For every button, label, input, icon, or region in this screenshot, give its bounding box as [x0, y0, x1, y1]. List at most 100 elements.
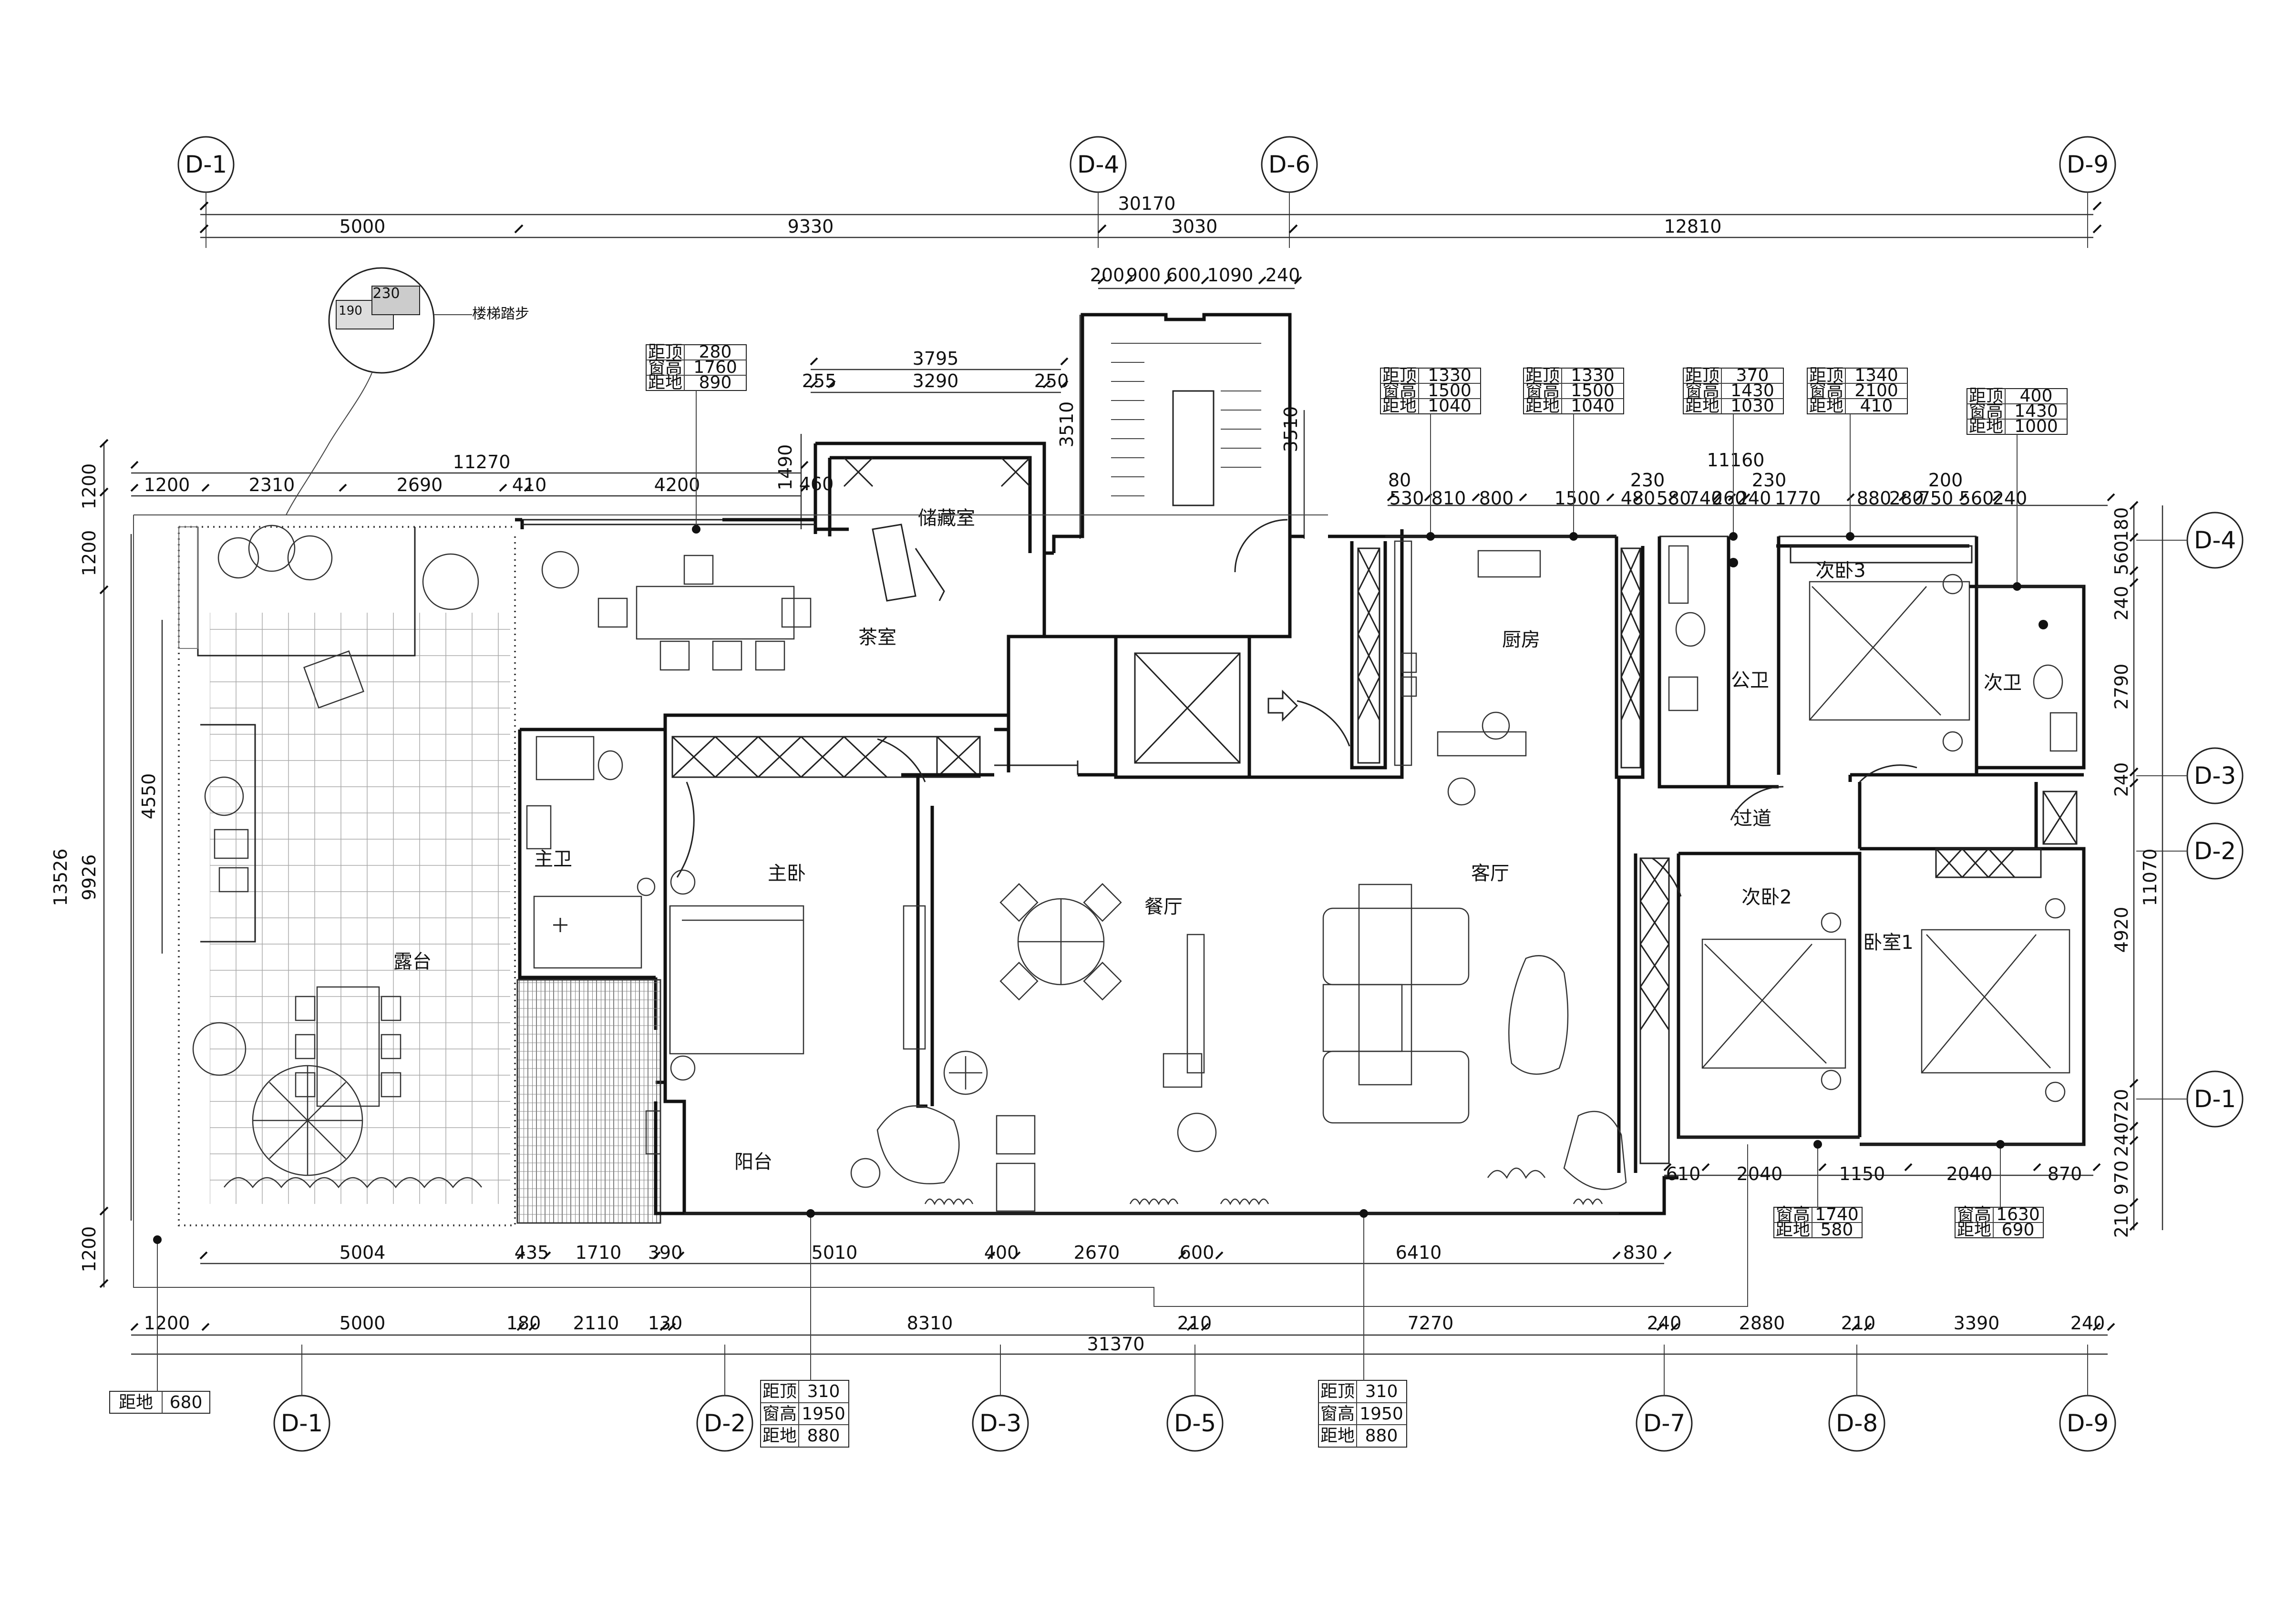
svg-text:距地: 距地 — [1685, 396, 1719, 416]
svg-text:1200: 1200 — [79, 1226, 100, 1273]
svg-text:30170: 30170 — [1118, 193, 1176, 214]
svg-text:600: 600 — [1180, 1242, 1215, 1263]
svg-text:280: 280 — [699, 342, 732, 362]
svg-text:400: 400 — [984, 1242, 1019, 1263]
svg-text:距地: 距地 — [1969, 417, 2003, 436]
dimension-bottom-inner: 5004 435 1710 390 5010 400 2670 600 6410… — [199, 1242, 1672, 1264]
svg-text:900: 900 — [1126, 265, 1161, 286]
svg-text:D-1: D-1 — [2194, 1085, 2236, 1113]
svg-text:D-9: D-9 — [2067, 151, 2109, 178]
svg-text:12810: 12810 — [1664, 216, 1722, 237]
svg-text:1430: 1430 — [2014, 401, 2058, 421]
axis-bubble-bottom-d1: D-1 — [273, 1395, 330, 1452]
axis-lines-right — [2136, 540, 2187, 1099]
axis-bubble-bottom-d2: D-2 — [696, 1395, 753, 1452]
svg-text:1330: 1330 — [1571, 366, 1615, 385]
svg-text:240: 240 — [1266, 265, 1300, 286]
svg-text:D-8: D-8 — [1836, 1409, 1878, 1437]
room-label-bedroom3: 次卧3 — [1815, 560, 1865, 582]
svg-text:250: 250 — [1034, 370, 1069, 391]
storage-room-walls — [813, 442, 1054, 602]
dimension-left-upper: 11270 1200 2310 2690 410 4200 — [130, 452, 809, 497]
svg-text:230: 230 — [1630, 470, 1665, 491]
dimension-left-vertical: 1200 1200 13526 9926 4550 1200 — [50, 439, 163, 1288]
svg-text:1340: 1340 — [1854, 366, 1898, 385]
window-table-b3: 距顶 窗高 距地 310 1950 880 — [760, 1209, 849, 1448]
svg-text:距顶: 距顶 — [1382, 366, 1417, 385]
svg-text:2310: 2310 — [249, 474, 295, 495]
svg-text:400: 400 — [2020, 386, 2053, 406]
boundary-lines — [133, 514, 1748, 1307]
elevator — [1114, 637, 1298, 779]
axis-bubble-bottom-d8: D-8 — [1828, 1395, 1885, 1452]
svg-text:1500: 1500 — [1428, 381, 1472, 401]
corridor-walls — [1729, 764, 2084, 849]
axis-bubble-top-d4: D-4 — [1070, 136, 1127, 193]
svg-text:11270: 11270 — [453, 452, 511, 473]
svg-text:1090: 1090 — [1207, 265, 1254, 286]
room-label-corridor: 过道 — [1733, 808, 1771, 830]
svg-text:180: 180 — [506, 1313, 541, 1334]
svg-text:4200: 4200 — [654, 474, 700, 495]
svg-text:310: 310 — [1365, 1382, 1398, 1401]
svg-text:240: 240 — [2111, 586, 2132, 621]
svg-text:2670: 2670 — [1074, 1242, 1120, 1263]
svg-text:距顶: 距顶 — [1320, 1382, 1355, 1401]
svg-text:4550: 4550 — [138, 773, 159, 820]
kitchen — [1328, 534, 1645, 806]
exterior-windows — [522, 524, 2084, 1145]
svg-text:255: 255 — [802, 370, 837, 391]
svg-text:4920: 4920 — [2111, 907, 2132, 953]
svg-text:窗高: 窗高 — [648, 358, 682, 377]
svg-text:D-4: D-4 — [1077, 151, 1119, 178]
axis-lines-bottom — [301, 1345, 2088, 1396]
svg-text:240: 240 — [2070, 1313, 2105, 1334]
svg-text:890: 890 — [699, 373, 732, 392]
svg-text:距地: 距地 — [1525, 396, 1560, 416]
room-label-terrace: 露台 — [393, 951, 432, 973]
svg-text:3510: 3510 — [1056, 401, 1077, 448]
svg-text:2690: 2690 — [397, 474, 443, 495]
svg-text:1330: 1330 — [1428, 366, 1472, 385]
svg-text:11160: 11160 — [1707, 450, 1765, 471]
svg-text:窗高: 窗高 — [1525, 381, 1560, 401]
svg-text:210: 210 — [2111, 1203, 2132, 1238]
svg-text:2880: 2880 — [1739, 1313, 1785, 1334]
svg-text:1430: 1430 — [1730, 381, 1774, 401]
svg-text:D-1: D-1 — [281, 1409, 323, 1437]
svg-text:2100: 2100 — [1854, 381, 1898, 401]
svg-text:距地: 距地 — [1382, 396, 1417, 416]
svg-text:1200: 1200 — [79, 463, 100, 510]
svg-text:1710: 1710 — [576, 1242, 622, 1263]
svg-text:距地: 距地 — [119, 1393, 153, 1412]
window-table-b1: 窗高 距地 1740 580 — [1773, 1140, 1863, 1240]
dining-living-walls — [877, 529, 1678, 1215]
axis-bubble-right-d3: D-3 — [2186, 747, 2244, 804]
living-sofa-set — [1322, 884, 1627, 1190]
window-table-t4: 距顶 窗高 距地 370 1430 1030 — [1683, 366, 1784, 541]
svg-text:31370: 31370 — [1087, 1334, 1145, 1355]
svg-text:1040: 1040 — [1571, 396, 1615, 416]
svg-text:9926: 9926 — [79, 854, 100, 901]
svg-text:8310: 8310 — [907, 1313, 953, 1334]
svg-text:240: 240 — [1993, 488, 2028, 509]
axis-bubble-top-d1: D-1 — [177, 136, 235, 193]
svg-text:870: 870 — [2048, 1163, 2082, 1184]
svg-text:810: 810 — [1431, 488, 1466, 509]
svg-text:610: 610 — [1666, 1163, 1701, 1184]
room-label-second-bath: 次卫 — [1984, 672, 2022, 694]
svg-text:1950: 1950 — [1359, 1404, 1403, 1424]
svg-text:260: 260 — [1712, 488, 1747, 509]
room-label-living: 客厅 — [1471, 863, 1509, 884]
axis-bubble-bottom-d7: D-7 — [1636, 1395, 1693, 1452]
room-label-bedroom1: 卧室1 — [1863, 932, 1913, 954]
svg-text:距地: 距地 — [762, 1426, 797, 1446]
svg-text:580: 580 — [1657, 488, 1691, 509]
svg-text:880: 880 — [1365, 1426, 1398, 1446]
svg-text:880: 880 — [1857, 488, 1892, 509]
svg-text:240: 240 — [2111, 1122, 2132, 1157]
svg-text:1500: 1500 — [1571, 381, 1615, 401]
svg-text:D-3: D-3 — [979, 1409, 1021, 1437]
window-table-t6: 距顶 窗高 距地 400 1430 1000 — [1967, 386, 2068, 591]
